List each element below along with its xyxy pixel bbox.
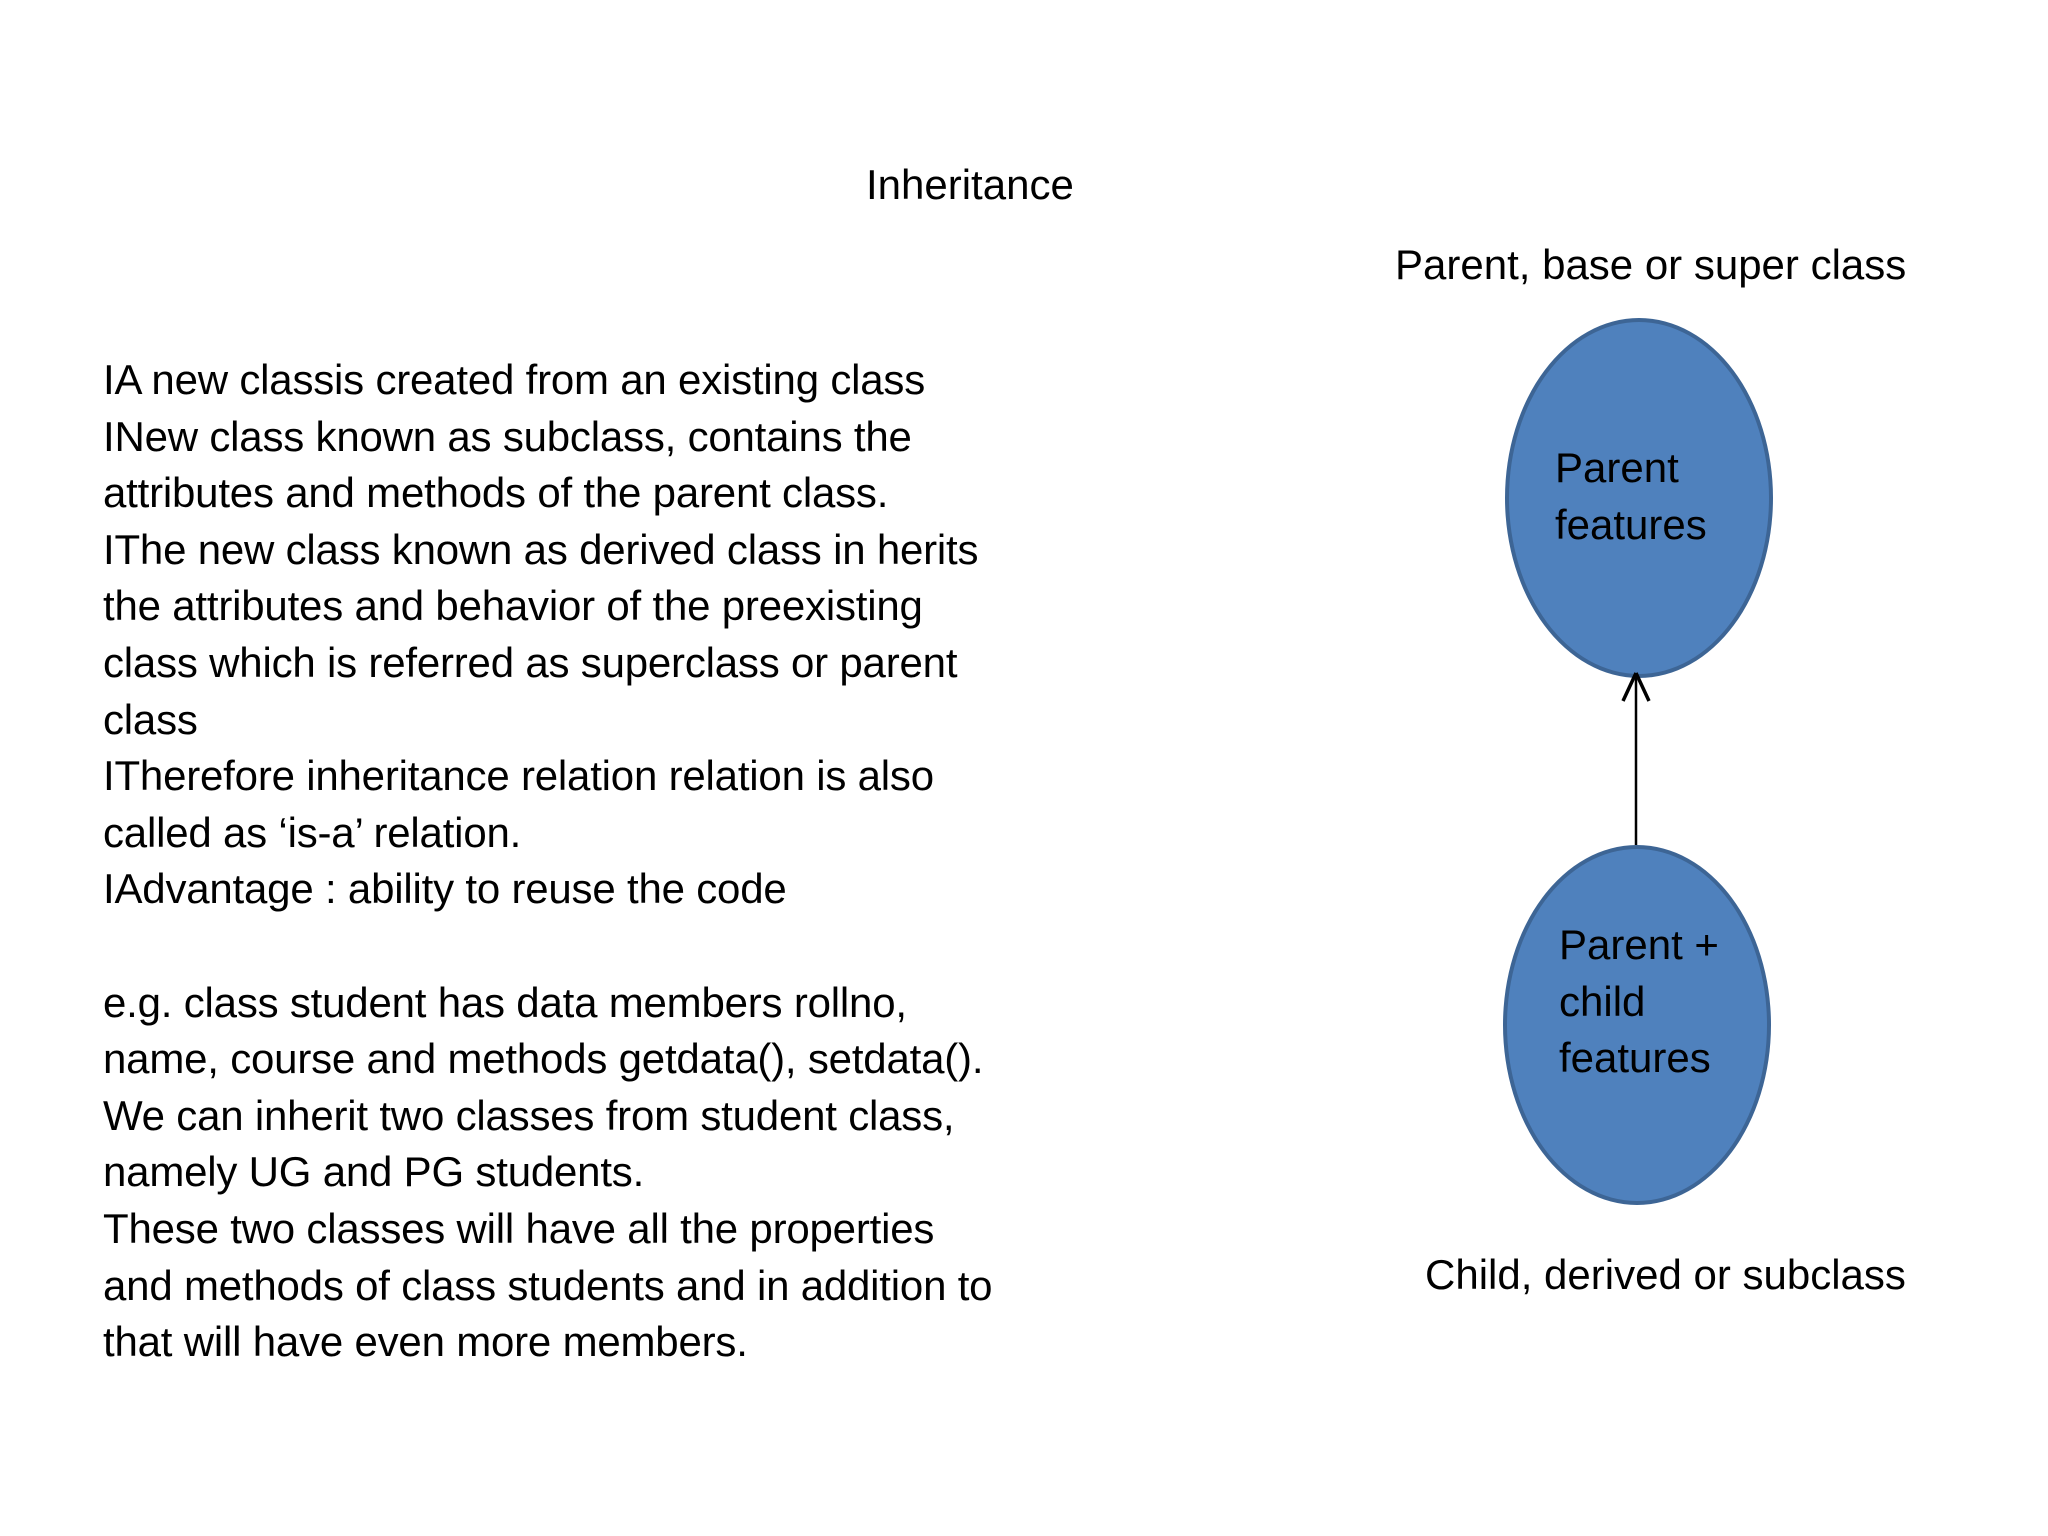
text-line: namely UG and PG students. [103,1148,645,1196]
inheritance-arrow [1621,672,1651,845]
text-line: name, course and methods getdata(), setd… [103,1035,984,1083]
text-line: and methods of class students and in add… [103,1261,993,1309]
text-line: e.g. class student has data members roll… [103,978,907,1026]
text-line: features [1559,1034,1711,1082]
text-line: class which is referred as superclass or… [103,638,958,686]
text-line: the attributes and behavior of the preex… [103,582,923,630]
body-text-block: IA new classis created from an existing … [103,352,1203,1371]
text-line: features [1555,500,1707,548]
parent-ellipse-label: Parent features [1555,440,1707,553]
text-line: These two classes will have all the prop… [103,1204,935,1252]
slide-title: Inheritance [866,161,1074,208]
child-class-label: Child, derived or subclass [1425,1251,1906,1298]
text-line: IA new classis created from an existing … [103,356,926,403]
text-line: child [1559,977,1646,1025]
text-line: IAdvantage : ability to reuse the code [103,865,787,913]
text-line: ITherefore inheritance relation relation… [103,752,934,800]
text-line [103,918,1203,975]
text-line: called as ‘is-a’ relation. [103,808,522,856]
text-line: Parent [1555,444,1679,491]
parent-ellipse: Parent features [1505,318,1773,678]
text-line: class [103,695,198,743]
text-line: We can inherit two classes from student … [103,1091,955,1139]
text-line: attributes and methods of the parent cla… [103,469,889,517]
text-line: that will have even more members. [103,1318,748,1366]
text-line: INew class known as subclass, contains t… [103,412,912,460]
text-line: IThe new class known as derived class in… [103,525,979,573]
text-line: Parent + [1559,921,1719,968]
child-ellipse: Parent + child features [1503,845,1771,1205]
child-ellipse-label: Parent + child features [1559,917,1719,1087]
parent-class-label: Parent, base or super class [1395,241,1907,288]
